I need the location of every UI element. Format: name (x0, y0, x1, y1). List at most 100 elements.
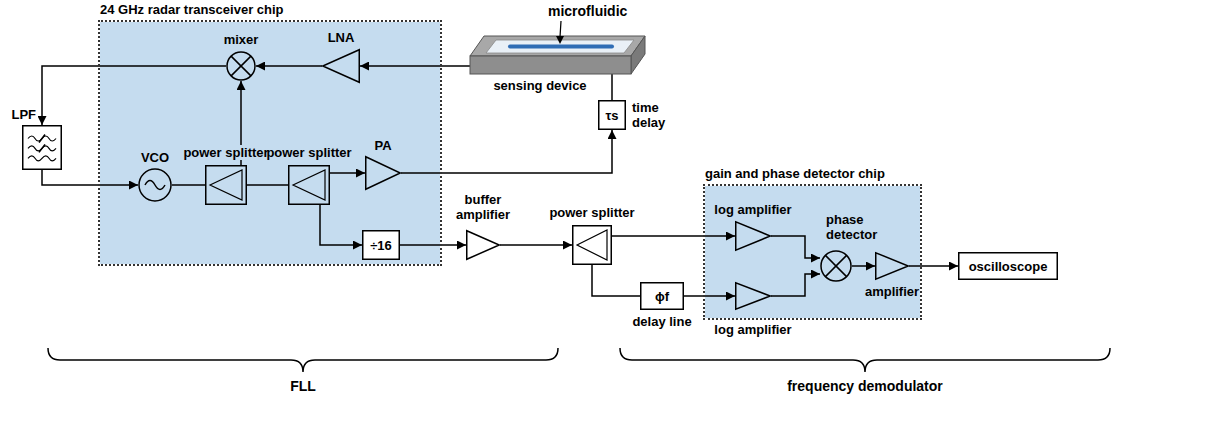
device-front (470, 56, 631, 74)
component-label: power splitter (181, 145, 270, 160)
splitter-mark (577, 230, 607, 260)
amplifier-symbol: PA (365, 156, 401, 190)
filter-symbol-graphic (22, 125, 62, 170)
filter-symbol: LPF (22, 125, 62, 170)
oscillator-symbol: VCO (138, 168, 172, 202)
symbol-outline (959, 253, 1058, 280)
component-label: buffer amplifier (450, 192, 516, 222)
group-label: frequency demodulator (787, 378, 943, 394)
symbol-stroke (825, 255, 846, 276)
splitter-mark (293, 170, 325, 200)
splitter-symbol: power splitter (572, 225, 612, 265)
amplifier-symbol-graphic (875, 252, 909, 280)
splitter-symbol-graphic (572, 225, 612, 265)
amplifier-symbol-graphic (466, 230, 500, 260)
leader-arrowhead (556, 36, 564, 44)
amplifier-symbol: log amplifier (735, 282, 771, 310)
symbol-outline (23, 126, 62, 170)
symbol-outline (206, 166, 247, 205)
signal-connector (909, 265, 958, 267)
component-label: LNA (328, 30, 355, 45)
splitter-symbol-graphic (205, 165, 247, 205)
symbol-outline (289, 166, 330, 205)
mixer-symbol-graphic (226, 51, 256, 81)
symbol-outline (323, 50, 360, 83)
component-label: power splitter (549, 205, 634, 220)
symbol-text: τs (605, 108, 618, 123)
splitter-mark (210, 170, 242, 200)
fll-brace (48, 348, 558, 372)
component-label: 24 GHz radar transceiver chip (100, 2, 284, 17)
symbol-outline (599, 101, 626, 130)
symbol-outline (363, 231, 400, 260)
signal-connector (401, 130, 612, 173)
symbol-stroke (231, 56, 251, 76)
filter-wave (28, 156, 56, 161)
symbol-outline (821, 251, 851, 281)
component-label: gain and phase detector chip (705, 166, 885, 181)
component-label: amplifier (865, 284, 919, 299)
filter-slash (39, 135, 45, 143)
chip-fill (705, 186, 920, 318)
symbol-outline (876, 253, 909, 280)
signal-connector (771, 274, 820, 296)
oscillator-symbol-graphic (138, 168, 172, 202)
amplifier-symbol: log amplifier (735, 221, 771, 251)
component-label: power splitter (266, 145, 351, 160)
signal-connector (592, 265, 640, 296)
component-label: LPF (11, 107, 36, 122)
component-label: mixer (224, 32, 259, 47)
symbol-outline (736, 222, 771, 251)
group-label: FLL (290, 378, 316, 394)
signal-connector (172, 184, 205, 186)
mixer-symbol: mixer (226, 51, 256, 81)
signal-connector (247, 184, 288, 186)
signal-connector (360, 65, 470, 67)
symbol-stroke (231, 56, 251, 76)
component-label: log amplifier (714, 202, 791, 217)
component-label: log amplifier (714, 322, 791, 337)
amplifier-symbol-graphic (735, 221, 771, 251)
microfluidic-channel (510, 45, 612, 49)
symbol-stroke (825, 255, 846, 276)
sensing-device-graphic (470, 34, 645, 74)
signal-connector (684, 295, 735, 297)
component-label: sensing device (493, 78, 586, 93)
signal-connector (42, 66, 226, 125)
signal-connector (42, 170, 138, 185)
amplifier-symbol-graphic (365, 156, 401, 190)
signal-connector (852, 265, 875, 267)
signal-connector (500, 244, 572, 246)
phase-detector-symbol-graphic (820, 250, 852, 282)
component-label: delay line (632, 314, 691, 329)
amplifier-symbol: buffer amplifier (466, 230, 500, 260)
signal-connector (400, 244, 466, 246)
symbol-outline (227, 52, 255, 80)
instrument-box: oscilloscope (958, 252, 1058, 280)
amplifier-symbol: LNA (322, 49, 360, 83)
signal-connector (771, 236, 820, 258)
symbol-text: ÷16 (370, 238, 392, 253)
signal-connector (330, 172, 365, 174)
demodulator-brace (620, 348, 1110, 372)
splitter-symbol: power splitter (288, 165, 330, 205)
splitter-symbol-graphic (288, 165, 330, 205)
amplifier-symbol-graphic (735, 282, 771, 310)
delay-box: τstime delay (598, 100, 626, 130)
symbol-outline (573, 226, 612, 265)
signal-connector (256, 65, 322, 67)
delay-line-box: ϕfdelay line (640, 282, 684, 310)
callout-label: microfluidic (548, 3, 627, 19)
symbol-outline (366, 157, 401, 190)
splitter-symbol: power splitter (205, 165, 247, 205)
phase-detector-symbol: phase detector (820, 250, 852, 282)
divider-box: ÷16 (362, 230, 400, 260)
amplifier-symbol: amplifier (875, 252, 909, 280)
symbol-outline (139, 169, 171, 201)
symbol-text: ϕf (655, 289, 669, 304)
signal-connector (611, 74, 613, 100)
device-top (470, 36, 645, 56)
component-label: phase detector (826, 212, 892, 242)
signal-connector (612, 235, 735, 237)
component-label: time delay (632, 100, 676, 130)
